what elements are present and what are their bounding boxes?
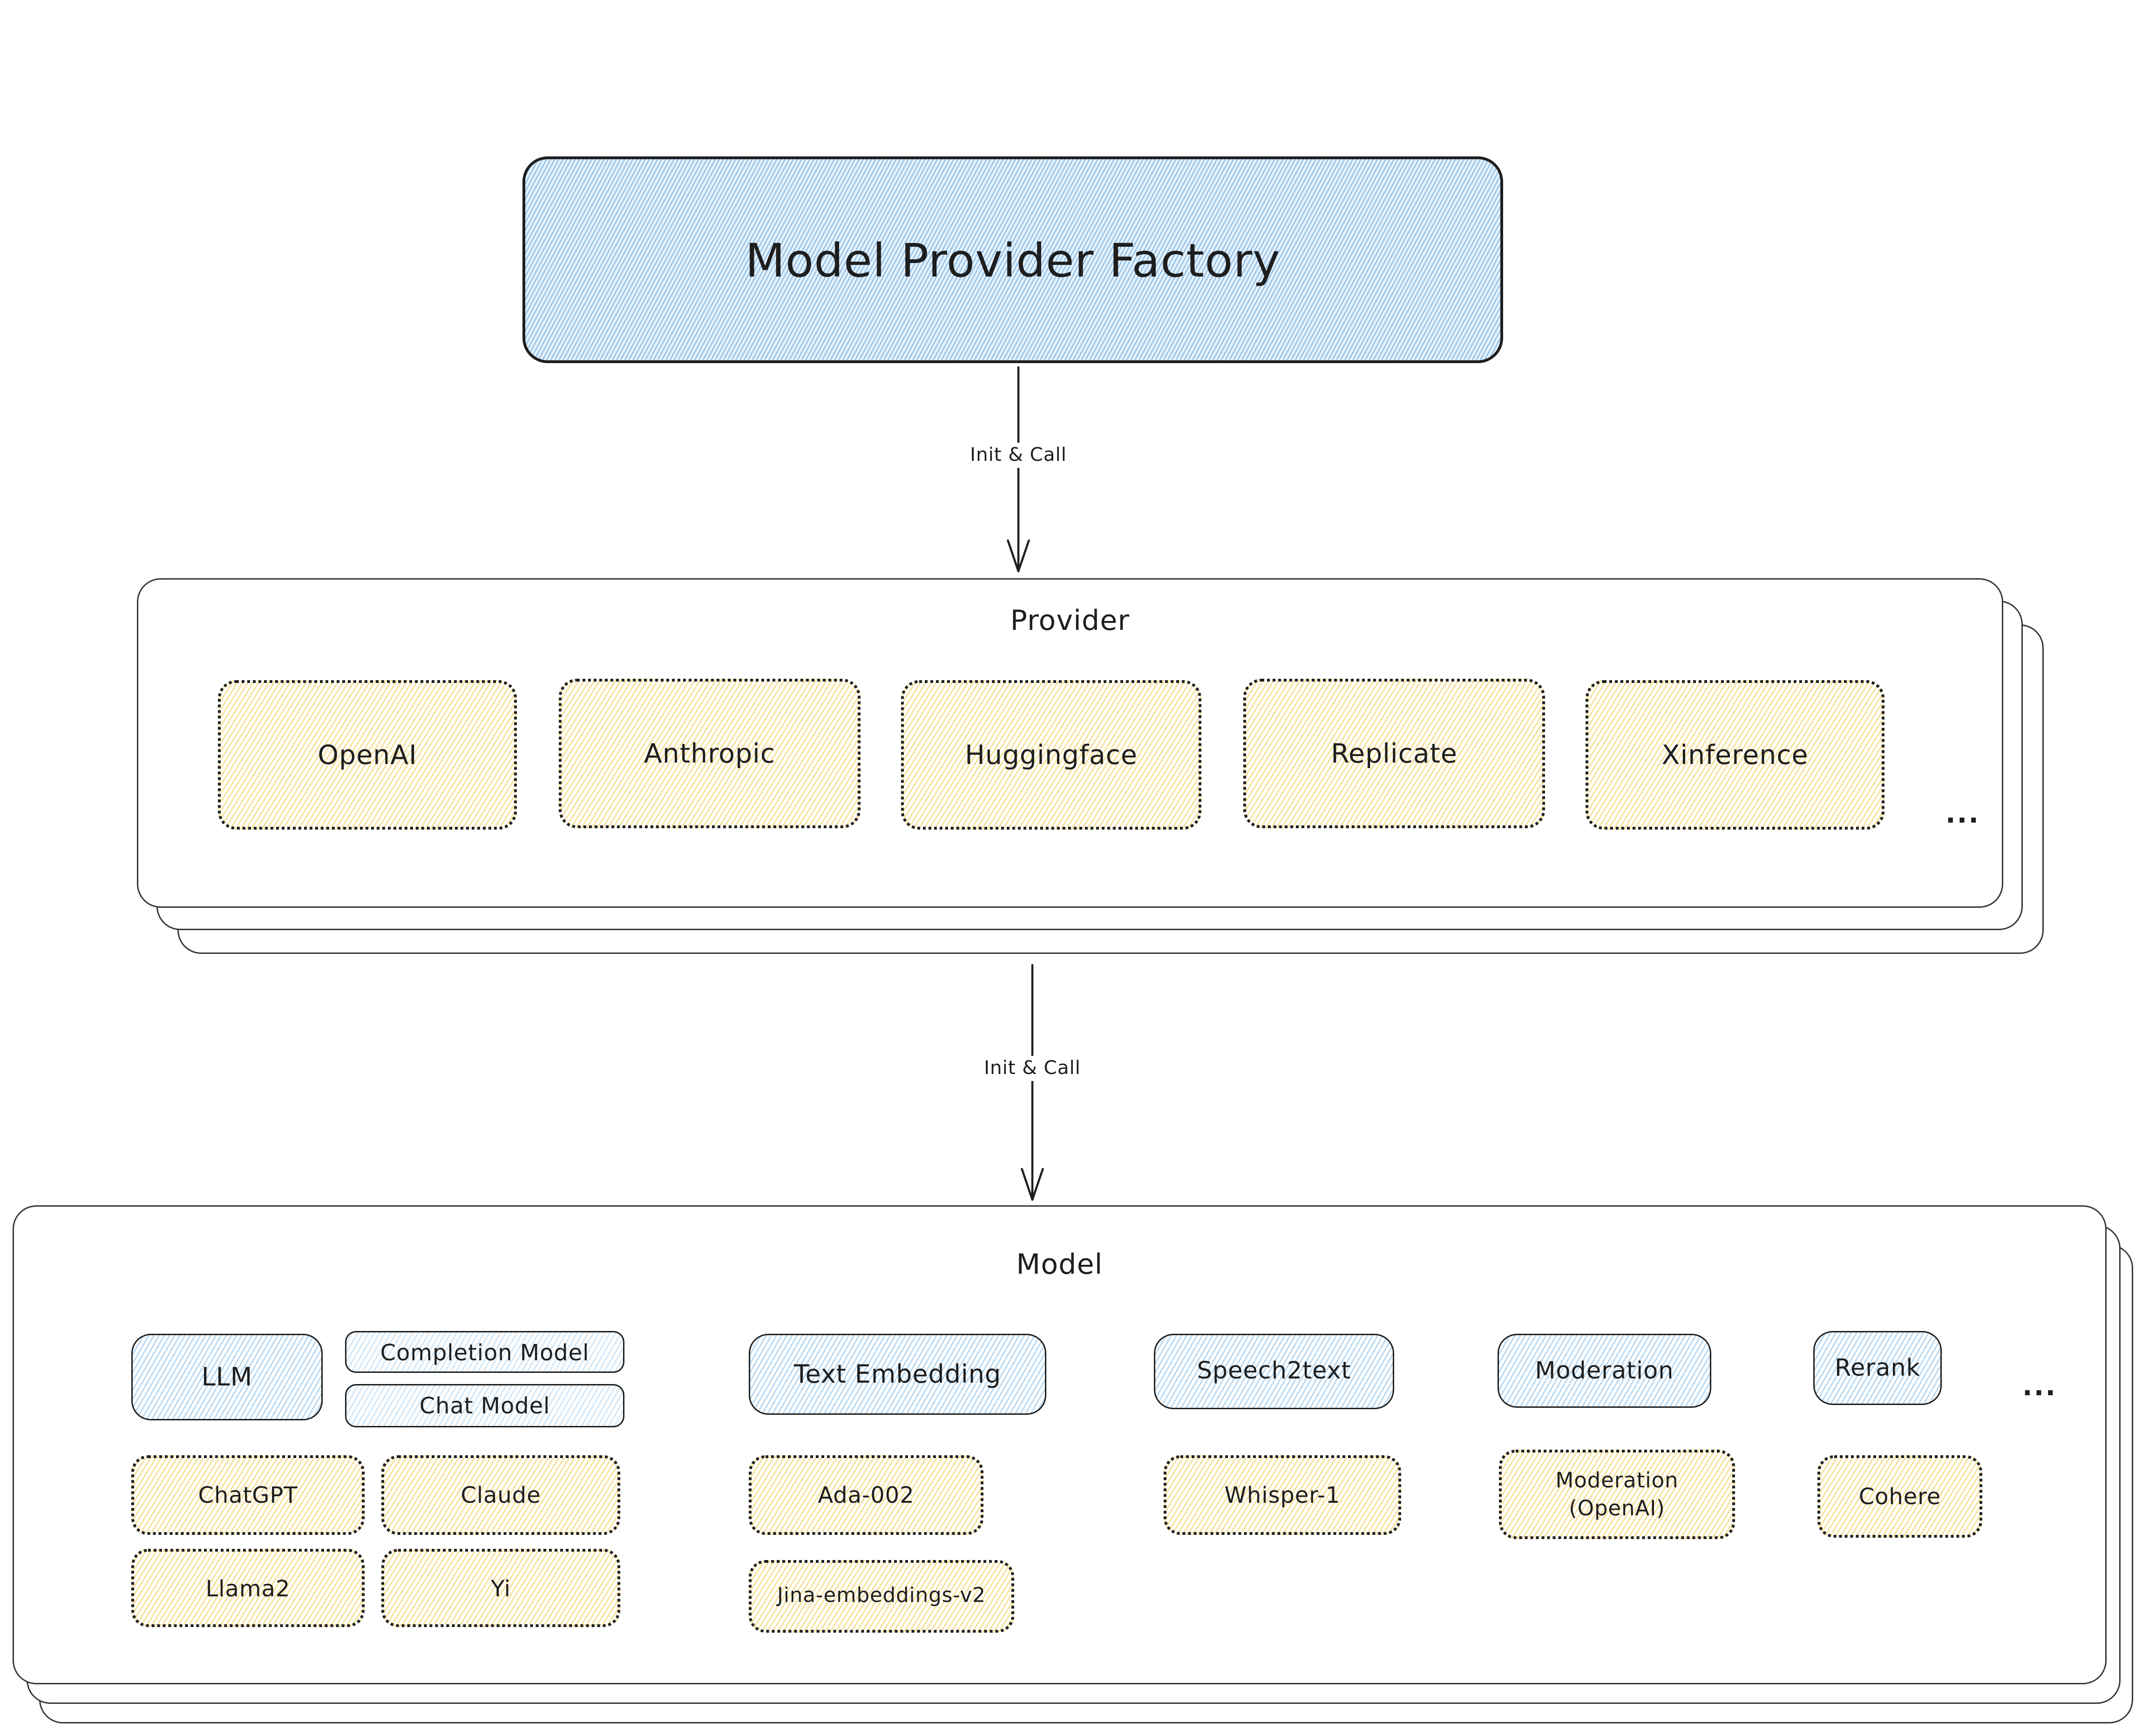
node-replicate: Replicate <box>1243 679 1545 828</box>
factory-node: Model Provider Factory <box>522 156 1503 363</box>
node-rerank-label: Rerank <box>1834 1354 1921 1382</box>
node-jina-embeddings-v2-label: Jina-embeddings-v2 <box>777 1585 986 1608</box>
node-completion-model: Completion Model <box>345 1331 624 1373</box>
node-ada-002-label: Ada-002 <box>818 1482 915 1508</box>
node-openai: OpenAI <box>218 680 517 830</box>
node-chatgpt-label: ChatGPT <box>198 1482 298 1508</box>
node-speech2text: Speech2text <box>1154 1334 1394 1409</box>
down-arrow-icon <box>1021 964 1044 1201</box>
node-anthropic: Anthropic <box>559 679 861 828</box>
arrow-label-init-call-1: Init & Call <box>921 443 1116 468</box>
node-openai-label: OpenAI <box>318 739 417 770</box>
node-claude-label: Claude <box>461 1482 541 1508</box>
node-yi: Yi <box>381 1549 620 1627</box>
factory-node-label: Model Provider Factory <box>745 232 1281 287</box>
node-text-embedding-label: Text Embedding <box>793 1359 1002 1389</box>
node-moderation: Moderation <box>1498 1334 1711 1408</box>
node-llm: LLM <box>131 1334 323 1420</box>
node-ada-002: Ada-002 <box>749 1455 983 1535</box>
node-rerank: Rerank <box>1813 1331 1942 1405</box>
arrow-label-init-call-2: Init & Call <box>935 1056 1130 1081</box>
model-ellipsis: ... <box>2022 1371 2057 1402</box>
node-completion-model-label: Completion Model <box>380 1338 590 1365</box>
node-xinference-label: Xinference <box>1661 739 1809 770</box>
down-arrow-icon <box>1007 366 1030 573</box>
node-llama2: Llama2 <box>131 1549 365 1627</box>
node-cohere: Cohere <box>1817 1455 1982 1538</box>
node-yi-label: Yi <box>491 1574 511 1601</box>
node-whisper-1: Whisper-1 <box>1164 1455 1401 1535</box>
node-huggingface-label: Huggingface <box>965 739 1138 770</box>
node-chatgpt: ChatGPT <box>131 1455 365 1535</box>
node-llama2-label: Llama2 <box>205 1574 291 1601</box>
node-huggingface: Huggingface <box>901 680 1201 830</box>
node-whisper-1-label: Whisper-1 <box>1224 1482 1341 1508</box>
node-text-embedding: Text Embedding <box>749 1334 1046 1415</box>
node-cohere-label: Cohere <box>1858 1483 1941 1510</box>
node-chat-model-label: Chat Model <box>419 1392 550 1419</box>
provider-group-label: Provider <box>1010 603 1130 637</box>
node-moderation-label: Moderation <box>1535 1357 1674 1385</box>
node-replicate-label: Replicate <box>1331 738 1457 769</box>
model-group-label: Model <box>1016 1247 1103 1281</box>
node-chat-model: Chat Model <box>345 1384 624 1427</box>
node-anthropic-label: Anthropic <box>644 738 776 769</box>
node-claude: Claude <box>381 1455 620 1535</box>
node-xinference: Xinference <box>1586 680 1884 830</box>
node-jina-embeddings-v2: Jina-embeddings-v2 <box>749 1560 1014 1633</box>
provider-ellipsis: ... <box>1945 799 1980 830</box>
node-speech2text-label: Speech2text <box>1197 1358 1351 1385</box>
node-moderation-openai: Moderation (OpenAI) <box>1499 1450 1735 1539</box>
node-moderation-openai-label: Moderation (OpenAI) <box>1555 1467 1679 1521</box>
node-llm-label: LLM <box>201 1362 253 1392</box>
